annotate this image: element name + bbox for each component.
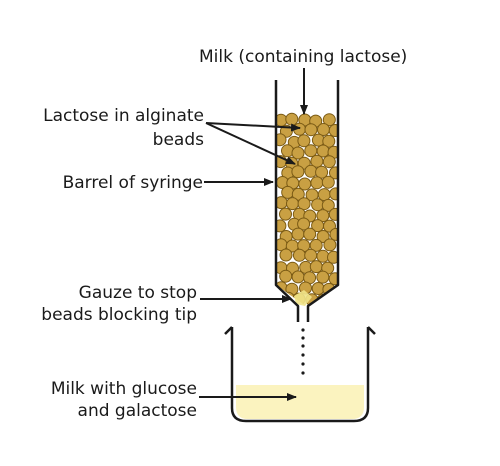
beads-arrow-2 bbox=[205, 122, 296, 165]
alginate-bead bbox=[304, 123, 318, 137]
alginate-bead bbox=[322, 113, 336, 127]
alginate-bead bbox=[329, 227, 338, 241]
beaker-liquid bbox=[236, 385, 364, 419]
alginate-bead bbox=[293, 122, 306, 136]
alginate-bead bbox=[322, 134, 336, 148]
beaker-lip-left bbox=[224, 326, 233, 335]
alginate-bead bbox=[285, 112, 299, 126]
alginate-bead bbox=[298, 177, 312, 191]
label-milk-out-2: and galactose bbox=[78, 401, 197, 421]
alginate-bead bbox=[321, 198, 335, 212]
arrows bbox=[199, 68, 308, 401]
label-milk-in: Milk (containing lactose) bbox=[199, 47, 407, 67]
alginate-bead bbox=[310, 176, 324, 190]
alginate-bead bbox=[297, 217, 311, 231]
alginate-bead bbox=[291, 187, 305, 201]
beads-arrow-1 bbox=[205, 122, 301, 132]
alginate-bead bbox=[291, 227, 305, 241]
alginate-bead bbox=[316, 230, 330, 243]
label-barrel: Barrel of syringe bbox=[63, 173, 203, 193]
alginate-bead bbox=[304, 144, 318, 158]
label-lactose-beads-1: Lactose in alginate bbox=[43, 106, 204, 126]
alginate-bead bbox=[304, 164, 318, 178]
alginate-bead bbox=[309, 260, 323, 274]
alginate-bead bbox=[329, 166, 338, 180]
alginate-bead bbox=[297, 197, 311, 211]
alginate-bead bbox=[286, 197, 299, 211]
alginate-bead bbox=[279, 207, 292, 221]
alginate-bead bbox=[311, 198, 325, 212]
alginate-bead bbox=[291, 165, 305, 179]
label-gauze-2: beads blocking tip bbox=[41, 305, 197, 325]
beaker-lip-right bbox=[367, 326, 376, 335]
alginate-bead bbox=[315, 165, 329, 179]
alginate-bead bbox=[329, 187, 338, 201]
label-lactose-beads-2: beads bbox=[153, 130, 204, 150]
alginate-bead bbox=[328, 207, 338, 221]
alginate-bead bbox=[328, 272, 338, 286]
alginate-bead bbox=[316, 209, 330, 223]
alginate-bead bbox=[304, 248, 318, 262]
alginate-bead bbox=[309, 238, 323, 252]
alginate-bead bbox=[311, 282, 325, 295]
alginate-bead bbox=[292, 248, 306, 262]
alginate-bead bbox=[316, 270, 330, 284]
gauze bbox=[294, 290, 312, 306]
label-gauze-1: Gauze to stop bbox=[79, 283, 197, 303]
alginate-bead bbox=[323, 238, 337, 252]
alginate-bead bbox=[327, 250, 338, 264]
alginate-bead bbox=[281, 144, 294, 158]
alginate-bead bbox=[279, 248, 293, 262]
beaker bbox=[230, 327, 370, 423]
alginate-bead bbox=[321, 175, 335, 189]
alginate-beads bbox=[276, 112, 338, 306]
alginate-bead bbox=[322, 155, 336, 169]
alginate-bead bbox=[291, 270, 305, 284]
alginate-bead bbox=[279, 269, 293, 283]
alginate-bead bbox=[303, 227, 317, 241]
drip-dots bbox=[301, 328, 305, 375]
alginate-bead bbox=[328, 293, 338, 306]
alginate-bead bbox=[291, 146, 305, 160]
alginate-bead bbox=[297, 134, 311, 148]
alginate-bead bbox=[328, 124, 338, 137]
label-milk-out-1: Milk with glucose bbox=[51, 379, 197, 399]
